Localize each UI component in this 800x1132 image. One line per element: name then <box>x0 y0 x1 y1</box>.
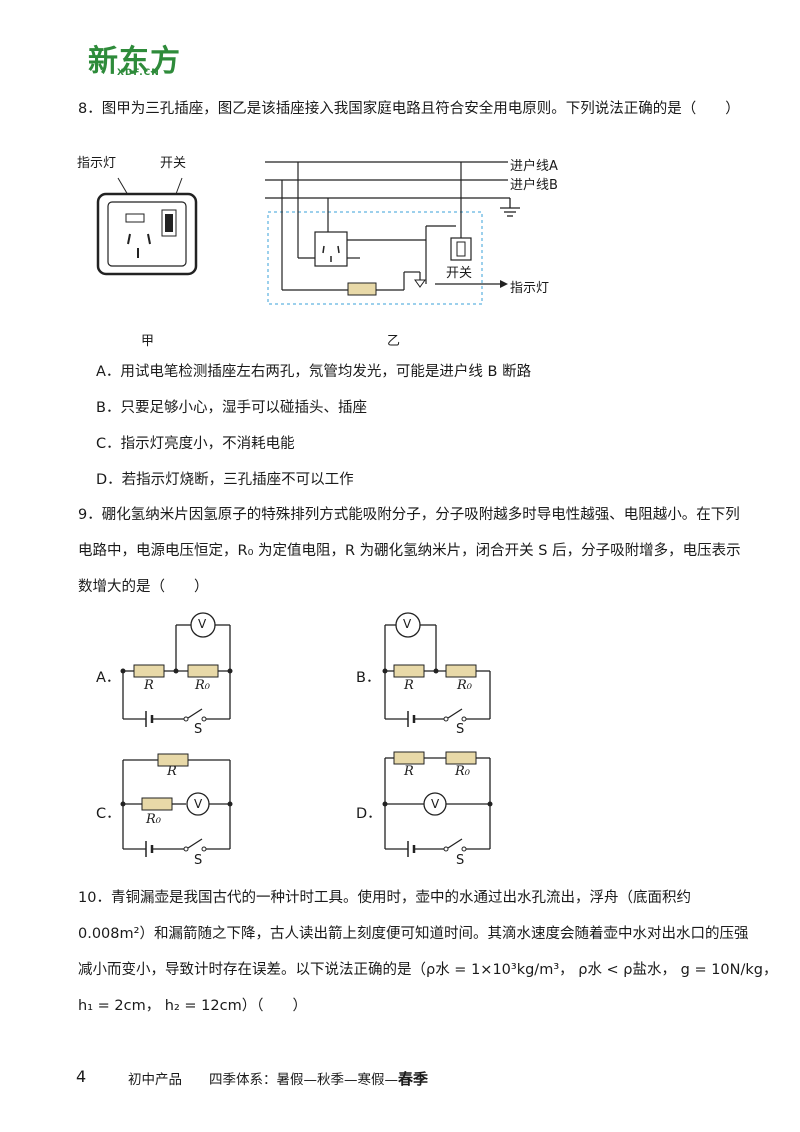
household-circuit-figure <box>265 161 520 305</box>
q10-line2: 0.008m²）和漏箭随之下降，古人读出箭上刻度便可知道时间。其滴水速度会随着壶… <box>78 926 749 942</box>
circuit-d-r: R <box>404 764 414 779</box>
circuit-c-r0: R₀ <box>146 812 161 827</box>
circuit-c-switch: S <box>194 853 203 868</box>
q9-line1: 9．硼化氢纳米片因氢原子的特殊排列方式能吸附分子，分子吸附越多时导电性越强、电阻… <box>78 507 740 523</box>
logo-text: 新东方 <box>88 44 181 79</box>
circuit-a-r0: R₀ <box>195 678 210 693</box>
q9-line2: 电路中，电源电压恒定，R₀ 为定值电阻，R 为硼化氢纳米片，闭合开关 S 后，分… <box>78 543 741 559</box>
fig-jia-switch-label: 开关 <box>160 156 187 171</box>
circuit-b-r0: R₀ <box>457 678 472 693</box>
fig-yi-switch-label: 开关 <box>446 266 473 281</box>
page-number: 4 <box>76 1067 87 1086</box>
fig-jia-caption: 甲 <box>141 334 155 349</box>
circuit-b <box>382 612 491 727</box>
footer-series: 初中产品 四季体系：暑假—秋季—寒假— <box>128 1072 398 1088</box>
circuit-c-r: R <box>167 764 177 779</box>
circuit-b-voltmeter: V <box>403 617 412 631</box>
circuit-a <box>120 612 233 727</box>
logo-subtext: XDF.CN <box>117 68 160 78</box>
fig-jia-lamp-label: 指示灯 <box>77 156 117 171</box>
q10-line1: 10．青铜漏壶是我国古代的一种计时工具。使用时，壶中的水通过出水孔流出，浮舟（底… <box>78 890 691 906</box>
circuit-a-voltmeter: V <box>198 617 207 631</box>
circuit-d-switch: S <box>456 853 465 868</box>
circuit-a-r: R <box>144 678 154 693</box>
three-hole-socket-figure <box>96 177 198 276</box>
q10-line3: 减小而变小，导致计时存在误差。以下说法正确的是（ρ水 = 1×10³kg/m³，… <box>78 962 778 978</box>
fig-yi-line-a: 进户线A <box>510 159 558 174</box>
circuit-c <box>120 753 233 857</box>
fig-yi-caption: 乙 <box>387 334 401 349</box>
circuit-a-label: A． <box>96 670 121 686</box>
circuit-c-voltmeter: V <box>194 797 203 811</box>
footer-season: 春季 <box>398 1070 429 1088</box>
circuit-d-label: D． <box>356 806 382 822</box>
q8-option-a: A．用试电笔检测插座左右两孔，氖管均发光，可能是进户线 B 断路 <box>96 364 532 380</box>
q8-option-b: B．只要足够小心，湿手可以碰插头、插座 <box>96 400 367 416</box>
footer-text: 初中产品 四季体系：暑假—秋季—寒假—春季 <box>128 1068 428 1089</box>
fig-yi-lamp-label: 指示灯 <box>510 281 550 296</box>
fig-yi-line-b: 进户线B <box>510 178 558 193</box>
circuit-a-switch: S <box>194 722 203 737</box>
circuit-d <box>382 751 493 857</box>
circuit-c-label: C． <box>96 806 121 822</box>
q9-line3: 数增大的是（ ） <box>78 579 209 595</box>
circuit-b-r: R <box>404 678 414 693</box>
q8-option-d: D．若指示灯烧断，三孔插座不可以工作 <box>96 472 354 488</box>
q8-stem: 8．图甲为三孔插座，图乙是该插座接入我国家庭电路且符合安全用电原则。下列说法正确… <box>78 101 740 117</box>
circuit-b-label: B． <box>356 670 381 686</box>
circuit-b-switch: S <box>456 722 465 737</box>
q10-line4: h₁ = 2cm， h₂ = 12cm）（ ） <box>78 998 307 1014</box>
circuit-d-r0: R₀ <box>455 764 470 779</box>
circuit-d-voltmeter: V <box>431 797 440 811</box>
q8-option-c: C．指示灯亮度小，不消耗电能 <box>96 436 295 452</box>
